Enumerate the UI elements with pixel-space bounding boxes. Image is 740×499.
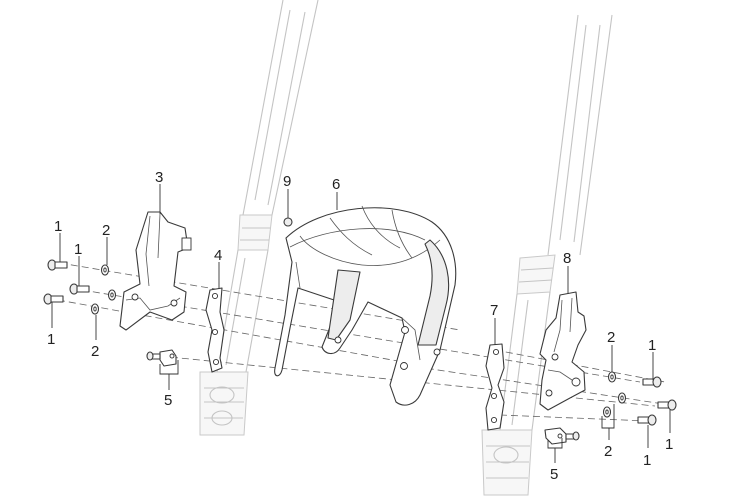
callout-9: 9: [283, 173, 291, 190]
callout-2-left-lower: 2: [91, 343, 99, 360]
right-clip: [544, 427, 567, 445]
left-bracket: [119, 211, 192, 331]
screw-right-lower: [637, 414, 657, 426]
callout-6: 6: [332, 176, 340, 193]
screw-right-upper: [642, 376, 662, 388]
callout-5-right: 5: [550, 466, 558, 483]
front-mudguard: [274, 205, 457, 406]
callout-3: 3: [155, 169, 163, 186]
callout-8: 8: [563, 250, 571, 267]
callout-1-left-middle: 1: [74, 241, 82, 258]
right-link-plate: [485, 343, 505, 431]
washers: [90, 264, 627, 418]
screw-left-lower: [43, 293, 64, 305]
callout-2-right-upper: 2: [607, 329, 615, 346]
screws: [43, 217, 677, 441]
screw-left-middle: [69, 283, 90, 295]
screw-clip-right: [565, 431, 580, 441]
callout-2-left-upper: 2: [102, 222, 110, 239]
right-fork-tube: [481, 14, 613, 496]
right-bracket: [539, 291, 587, 411]
callout-1-right-upper: 1: [648, 337, 656, 354]
callout-1-left-lower: 1: [47, 331, 55, 348]
screw-left-upper: [47, 259, 68, 271]
callout-2-right-lower: 2: [604, 443, 612, 460]
callout-1-left-upper: 1: [54, 218, 62, 235]
left-clip: [159, 349, 177, 367]
screw-mudguard-top: [283, 217, 293, 227]
callout-4: 4: [214, 247, 222, 264]
screw-right-middle: [657, 399, 677, 411]
left-link-plate: [205, 287, 225, 373]
callout-labels: 1 1 1 1 1 1 2 2 2 2 3 4 5 5 6 7 8 9: [47, 169, 673, 483]
screw-clip-left: [146, 351, 161, 361]
callout-5-left: 5: [164, 392, 172, 409]
callout-1-right-middle: 1: [665, 436, 673, 453]
callout-1-right-lower: 1: [643, 452, 651, 469]
leader-lines: [51, 184, 671, 463]
left-fork-tube: [199, 0, 319, 436]
callout-7: 7: [490, 302, 498, 319]
